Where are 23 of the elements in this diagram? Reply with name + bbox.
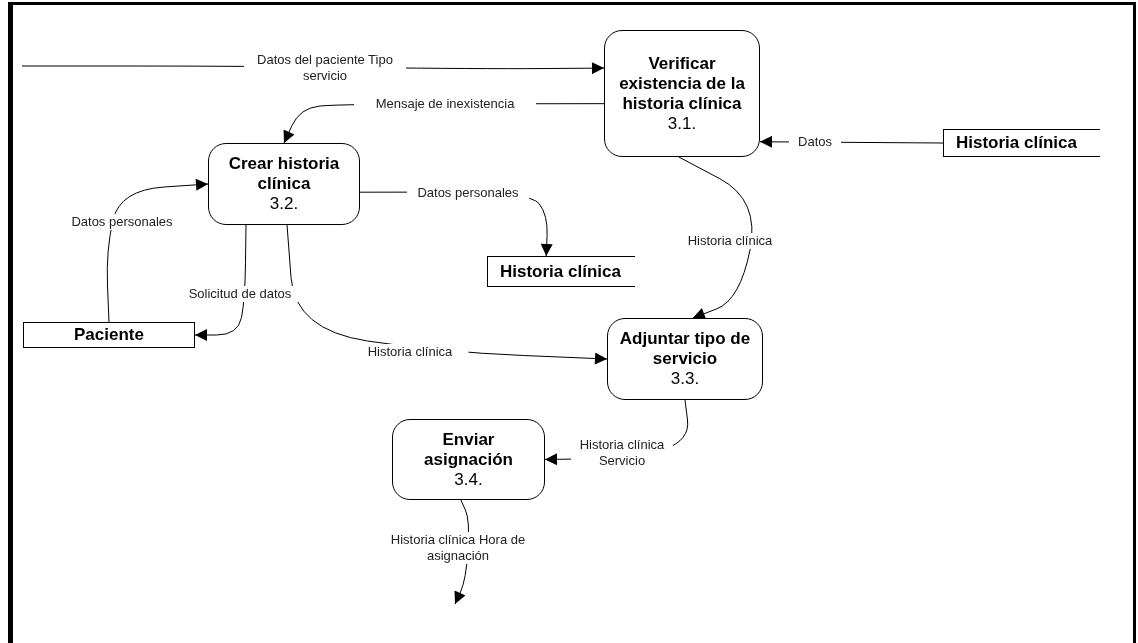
process-label: Crear historia clínica — [227, 154, 341, 194]
process-box — [392, 419, 545, 500]
process-number: 3.2. — [269, 194, 299, 214]
data-store — [943, 129, 1100, 157]
process-label: Verificar existencia de la historia clínica — [618, 53, 746, 114]
process-box — [604, 30, 760, 157]
edge-label: Mensaje de inexistencia — [354, 96, 536, 112]
data-store-label: Historia clínica — [500, 261, 621, 282]
external-entity-box — [23, 322, 195, 348]
entity-label: Paciente — [74, 325, 144, 345]
edge-label: Datos personales — [407, 185, 529, 201]
process-number: 3.3. — [670, 369, 700, 389]
process-box — [208, 143, 360, 225]
process-box — [607, 318, 763, 400]
arrow — [106, 178, 209, 323]
process-label: Adjuntar tipo de servicio — [618, 329, 752, 369]
arrow — [194, 224, 247, 341]
process-number: 3.4. — [454, 469, 483, 490]
data-store-label: Historia clínica — [956, 133, 1077, 153]
process-number: 3.1. — [667, 113, 697, 134]
arrow — [678, 156, 753, 320]
data-store — [487, 256, 635, 287]
process-label: Enviar asignación — [423, 429, 514, 470]
